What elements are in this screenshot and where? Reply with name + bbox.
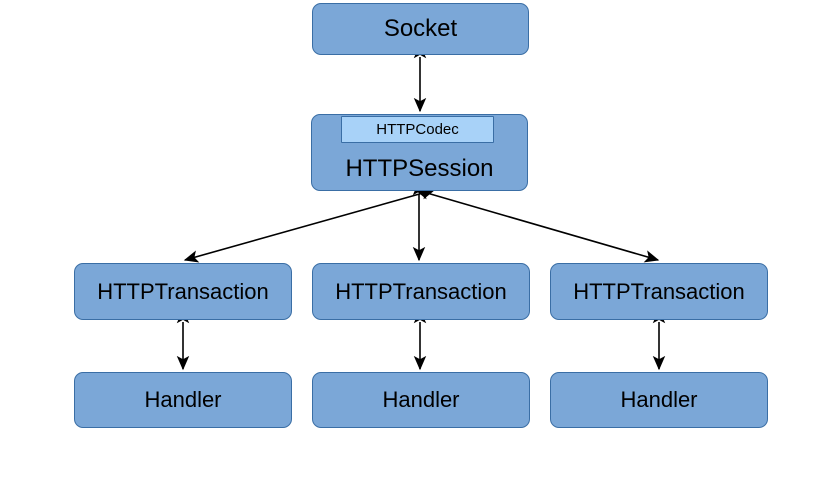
edge-session-transaction-left [183,187,436,263]
node-httptransaction-left[interactable]: HTTPTransaction [74,263,292,320]
node-socket-label: Socket [383,15,458,42]
node-handler-right[interactable]: Handler [550,372,768,428]
node-handler-middle-label: Handler [382,387,460,412]
node-httptransaction-middle-label: HTTPTransaction [335,278,507,304]
node-handler-right-label: Handler [620,387,698,412]
node-httptransaction-right[interactable]: HTTPTransaction [550,263,768,320]
node-socket[interactable]: Socket [312,3,529,55]
node-httpcodec-label: HTTPCodec [376,121,459,138]
node-httptransaction-right-label: HTTPTransaction [573,278,745,304]
edge-session-transaction-right [414,187,660,263]
node-httptransaction-middle[interactable]: HTTPTransaction [312,263,530,320]
node-handler-middle[interactable]: Handler [312,372,530,428]
node-httpcodec[interactable]: HTTPCodec [341,116,494,143]
node-httpsession-label: HTTPSession [345,155,494,182]
node-handler-left-label: Handler [144,387,222,412]
node-httptransaction-left-label: HTTPTransaction [97,278,269,304]
node-httpsession[interactable]: HTTPSession [311,114,528,191]
node-handler-left[interactable]: Handler [74,372,292,428]
